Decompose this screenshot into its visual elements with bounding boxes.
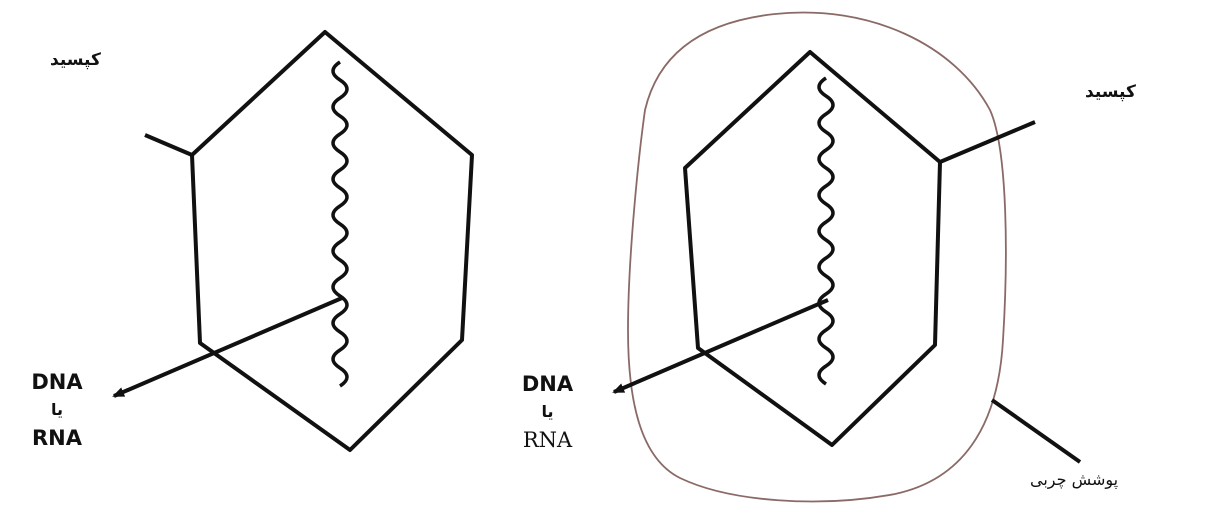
left-rna-text: RNA	[22, 424, 92, 452]
envelope-pointer-line	[992, 400, 1080, 462]
right-genome-strand	[819, 78, 833, 384]
left-capsid-outline	[192, 32, 472, 450]
left-genome-strand	[333, 62, 347, 386]
left-capsid-pointer-line	[145, 135, 192, 155]
right-capsid-outline	[685, 52, 940, 445]
lipid-envelope	[628, 13, 1006, 502]
right-nucleic-acid-label: DNA یا RNA	[510, 370, 585, 454]
right-capsid-pointer-line	[940, 122, 1035, 162]
left-or-text: یا	[22, 396, 92, 424]
right-genome-arrow	[614, 300, 828, 392]
right-or-text: یا	[510, 398, 585, 426]
naked-virus	[114, 32, 472, 450]
right-capsid-label: کپسید	[1085, 82, 1136, 102]
right-rna-text: RNA	[510, 426, 585, 454]
left-nucleic-acid-label: DNA یا RNA	[22, 368, 92, 452]
left-dna-text: DNA	[22, 368, 92, 396]
left-capsid-label: کپسید	[50, 50, 101, 70]
right-dna-text: DNA	[510, 370, 585, 398]
enveloped-virus	[614, 13, 1080, 502]
left-genome-arrow	[114, 298, 342, 396]
envelope-label: پوشش چربی	[1030, 470, 1118, 489]
